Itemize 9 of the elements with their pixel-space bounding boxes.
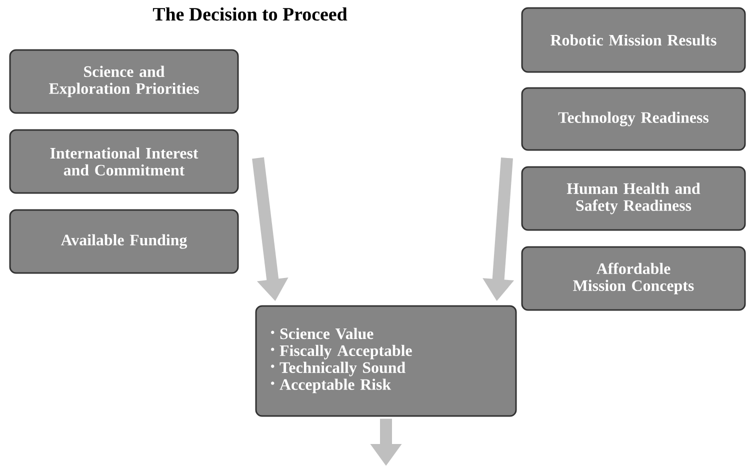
factor-box: Human Health and Safety Readiness — [521, 166, 746, 231]
factor-box: Robotic Mission Results — [521, 7, 746, 73]
factor-box: Available Funding — [9, 209, 239, 274]
factor-box: Affordable Mission Concepts — [521, 246, 746, 311]
factor-box: Technology Readiness — [521, 87, 746, 151]
factor-box: Science and Exploration Priorities — [9, 49, 239, 114]
factor-box: International Interest and Commitment — [9, 129, 239, 194]
criteria-box: Science Value Fiscally Acceptable Technically Sound Acceptable Risk — [255, 305, 517, 417]
title: The Decision to Proceed — [152, 7, 348, 21]
